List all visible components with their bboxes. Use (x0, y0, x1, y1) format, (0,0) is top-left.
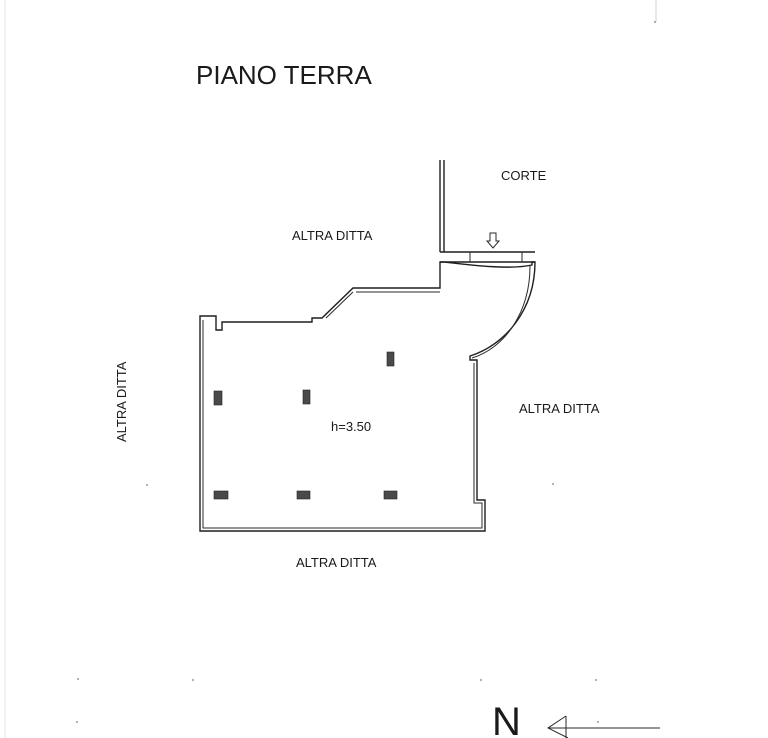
north-arrow-icon (547, 715, 660, 738)
pillar (296, 490, 311, 500)
neighbor-label-top: ALTRA DITTA (292, 228, 373, 243)
north-letter: N (492, 700, 521, 738)
neighbor-label-left: ALTRA DITTA (114, 361, 129, 442)
courtyard-wall (439, 160, 535, 263)
pillar (213, 490, 229, 500)
courtyard-label: CORTE (501, 168, 547, 183)
entrance-arrow-icon (485, 232, 501, 249)
pillar (386, 351, 395, 367)
room-outline (199, 261, 536, 532)
pillar (302, 389, 311, 405)
pillar (383, 490, 398, 500)
page-edge-marks (4, 0, 657, 738)
neighbor-label-bottom: ALTRA DITTA (296, 555, 377, 570)
pillars (213, 351, 398, 500)
room-height-label: h=3.50 (331, 419, 371, 434)
plan-title: PIANO TERRA (196, 60, 372, 90)
scan-specks (76, 21, 656, 723)
neighbor-label-right: ALTRA DITTA (519, 401, 600, 416)
pillar (213, 390, 223, 406)
